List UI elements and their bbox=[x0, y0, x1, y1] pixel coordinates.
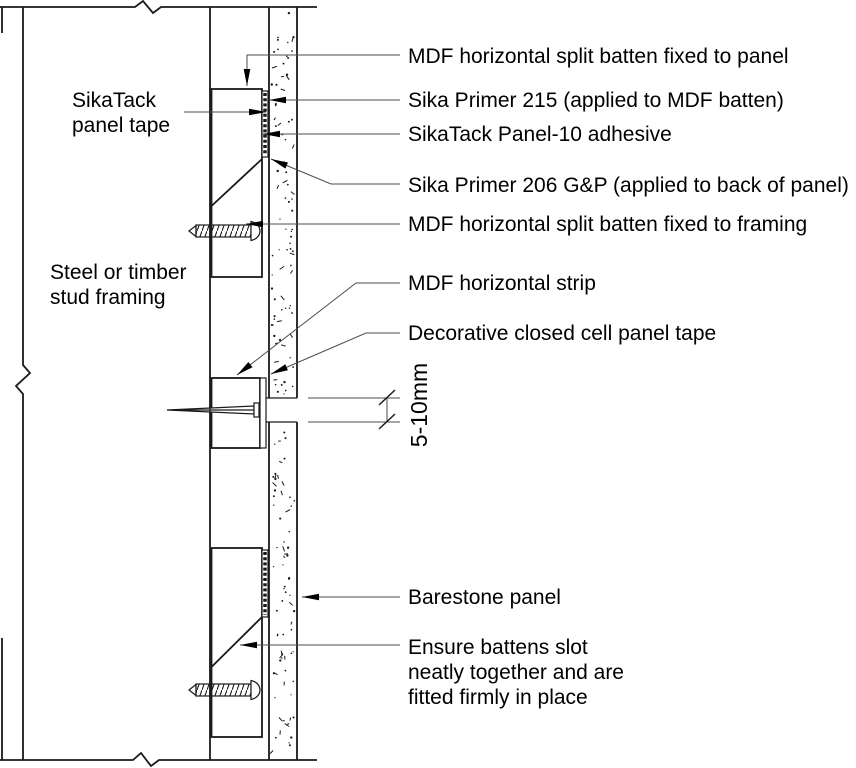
lower-split-diagonal bbox=[210, 616, 263, 668]
mdf-horizontal-strip-assembly bbox=[166, 377, 267, 449]
label-stud-framing-line1: Steel or timber bbox=[50, 261, 187, 284]
label-sikatack-tape-line1: SikaTack bbox=[72, 89, 157, 112]
upper-split-diagonal bbox=[210, 158, 263, 207]
stud-left-line-with-break bbox=[14, 7, 32, 760]
pin-head bbox=[253, 402, 260, 418]
leader-mdf-strip bbox=[236, 282, 400, 376]
label-ensure-line1: Ensure battens slot bbox=[408, 636, 588, 659]
label-ensure-line2: neatly together and are bbox=[408, 661, 624, 684]
label-sikatack-panel-10: SikaTack Panel-10 adhesive bbox=[408, 123, 672, 146]
label-ensure-line3: fitted firmly in place bbox=[408, 686, 588, 709]
label-stud-framing-line2: stud framing bbox=[50, 286, 166, 309]
panel-stipple-texture bbox=[269, 11, 296, 754]
leader-decorative-tape bbox=[270, 332, 400, 375]
top-break-line bbox=[0, 0, 317, 15]
label-sikatack-tape-line2: panel tape bbox=[72, 114, 170, 137]
upper-primer-strip bbox=[261, 90, 269, 158]
leader-lines bbox=[184, 54, 400, 649]
label-barestone-panel: Barestone panel bbox=[408, 586, 561, 609]
joint-dimension: 5-10mm bbox=[308, 363, 432, 447]
dim-tick-bottom bbox=[378, 413, 396, 430]
dim-tick-top bbox=[378, 389, 396, 406]
label-decorative-tape: Decorative closed cell panel tape bbox=[408, 322, 716, 345]
labels: SikaTack panel tape Steel or timber stud… bbox=[50, 45, 849, 709]
bottom-break-line bbox=[0, 751, 317, 768]
barestone-panel-section bbox=[266, 7, 298, 760]
label-mdf-batten-framing: MDF horizontal split batten fixed to fra… bbox=[408, 213, 807, 236]
upper-split-batten bbox=[210, 88, 269, 278]
label-sika-primer-206: Sika Primer 206 G&P (applied to back of … bbox=[408, 174, 849, 197]
label-mdf-strip: MDF horizontal strip bbox=[408, 272, 596, 295]
label-sika-primer-215: Sika Primer 215 (applied to MDF batten) bbox=[408, 89, 784, 112]
leader-sika-primer-206 bbox=[270, 158, 400, 185]
leader-mdf-batten-panel bbox=[243, 54, 400, 86]
label-mdf-batten-panel: MDF horizontal split batten fixed to pan… bbox=[408, 45, 789, 68]
dimension-text: 5-10mm bbox=[406, 363, 432, 447]
lower-split-batten bbox=[210, 547, 269, 738]
decorative-tape-strip bbox=[259, 377, 267, 449]
